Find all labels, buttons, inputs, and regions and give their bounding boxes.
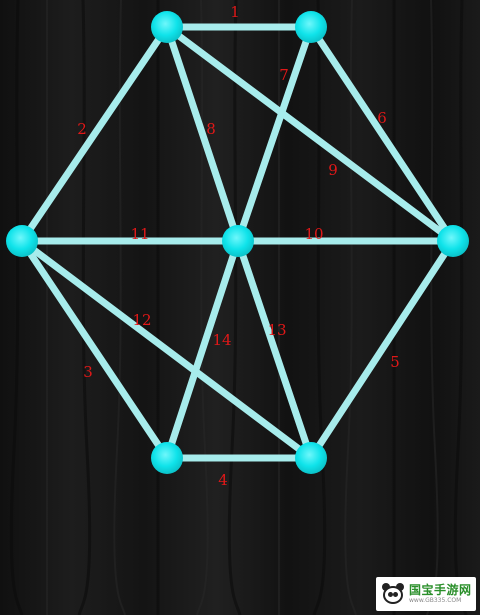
node-n1[interactable]: [151, 11, 183, 43]
edge-label-6: 6: [377, 109, 387, 127]
edge-label-5: 5: [390, 353, 400, 371]
edge-label-13: 13: [267, 321, 286, 339]
edge-14[interactable]: [163, 237, 242, 462]
edge-2[interactable]: [18, 23, 171, 245]
edge-12[interactable]: [18, 237, 315, 462]
edge-13[interactable]: [234, 237, 315, 462]
node-n3[interactable]: [6, 225, 38, 257]
edge-label-10: 10: [304, 225, 323, 243]
wood-grain-streak: [227, 0, 242, 615]
watermark-url: www.GB335.COM: [409, 597, 462, 604]
edge-9[interactable]: [163, 23, 457, 245]
nodes-layer: [6, 11, 469, 474]
node-n6[interactable]: [151, 442, 183, 474]
wood-grain-streak: [312, 0, 327, 615]
edge-7[interactable]: [234, 23, 315, 245]
wood-grain-streak: [344, 0, 357, 615]
edge-label-3: 3: [83, 363, 93, 381]
edge-label-11: 11: [130, 225, 149, 243]
edge-5[interactable]: [307, 237, 457, 462]
node-n2[interactable]: [295, 11, 327, 43]
edge-label-14: 14: [212, 331, 231, 349]
edge-label-9: 9: [328, 161, 338, 179]
wood-grain-streak: [9, 0, 24, 615]
edge-label-7: 7: [279, 66, 289, 84]
wood-grain-streak: [77, 0, 92, 615]
edge-label-1: 1: [230, 3, 240, 21]
node-n7[interactable]: [295, 442, 327, 474]
edge-6[interactable]: [307, 23, 457, 245]
edges-layer: [18, 23, 457, 462]
edge-label-2: 2: [77, 120, 87, 138]
edge-3[interactable]: [18, 237, 171, 462]
edge-8[interactable]: [163, 23, 242, 245]
watermark-title: 国宝手游网: [409, 583, 472, 597]
node-n4[interactable]: [222, 225, 254, 257]
edge-label-8: 8: [206, 120, 216, 138]
edge-label-4: 4: [218, 471, 228, 489]
panda-icon: [380, 582, 406, 606]
node-n5[interactable]: [437, 225, 469, 257]
site-watermark: 国宝手游网 www.GB335.COM: [376, 577, 476, 611]
edge-label-12: 12: [132, 311, 151, 329]
wood-grain-streak: [196, 0, 209, 615]
